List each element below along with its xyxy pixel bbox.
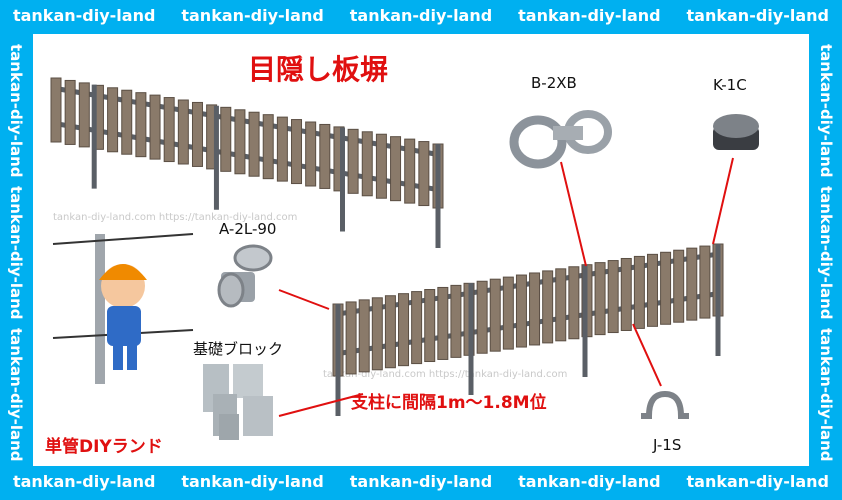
watermark-text: tankan-diy-land: [7, 328, 25, 462]
a2l90-elbow-icon: [217, 244, 273, 308]
part-label-foundation-block: 基礎ブロック: [193, 340, 284, 358]
watermark-text: tankan-diy-land: [686, 471, 829, 491]
spacing-note: 支柱に間隔1m〜1.8M位: [351, 393, 547, 413]
watermark-text: tankan-diy-land: [817, 328, 835, 462]
worker-mascot-icon: [52, 233, 194, 384]
watermark-text: tankan-diy-land: [817, 44, 835, 178]
faint-watermark: tankan-diy-land.com https://tankan-diy-l…: [323, 369, 568, 380]
watermark-text: tankan-diy-land: [181, 5, 324, 25]
illustration: [50, 77, 759, 440]
watermark-text: tankan-diy-land: [181, 471, 324, 491]
watermark-bottom: tankan-diy-land tankan-diy-land tankan-d…: [0, 466, 842, 496]
watermark-text: tankan-diy-land: [817, 186, 835, 320]
leader-lines: [278, 157, 734, 417]
watermark-text: tankan-diy-land: [349, 471, 493, 491]
watermark-left: tankan-diy-land tankan-diy-land tankan-d…: [2, 40, 30, 466]
upper-fence: [50, 77, 444, 248]
j1s-saddle-icon: [641, 390, 689, 419]
part-label-a2l90: A-2L-90: [219, 220, 277, 238]
b2xb-clamp-icon: [509, 110, 612, 169]
watermark-text: tankan-diy-land: [7, 186, 25, 320]
watermark-right: tankan-diy-land tankan-diy-land tankan-d…: [812, 40, 840, 466]
watermark-top: tankan-diy-land tankan-diy-land tankan-d…: [0, 0, 842, 30]
watermark-text: tankan-diy-land: [12, 5, 156, 25]
k1c-cap-icon: [713, 114, 759, 150]
part-label-b2xb: B-2XB: [531, 74, 577, 92]
page-title: 目隠し板塀: [248, 53, 389, 86]
part-label-j1s: J-1S: [653, 436, 682, 454]
lower-fence: [332, 243, 724, 416]
part-label-k1c: K-1C: [713, 76, 747, 94]
watermark-text: tankan-diy-land: [686, 5, 829, 25]
watermark-text: tankan-diy-land: [518, 5, 661, 25]
foundation-block-icon: [203, 364, 273, 440]
watermark-text: tankan-diy-land: [349, 5, 493, 25]
content-panel: tankan-diy-land.com https://tankan-diy-l…: [33, 34, 809, 466]
faint-watermark: tankan-diy-land.com https://tankan-diy-l…: [53, 212, 298, 223]
watermark-text: tankan-diy-land: [7, 44, 25, 178]
watermark-text: tankan-diy-land: [518, 471, 661, 491]
brand-label: 単管DIYランド: [45, 437, 163, 457]
watermark-text: tankan-diy-land: [12, 471, 156, 491]
